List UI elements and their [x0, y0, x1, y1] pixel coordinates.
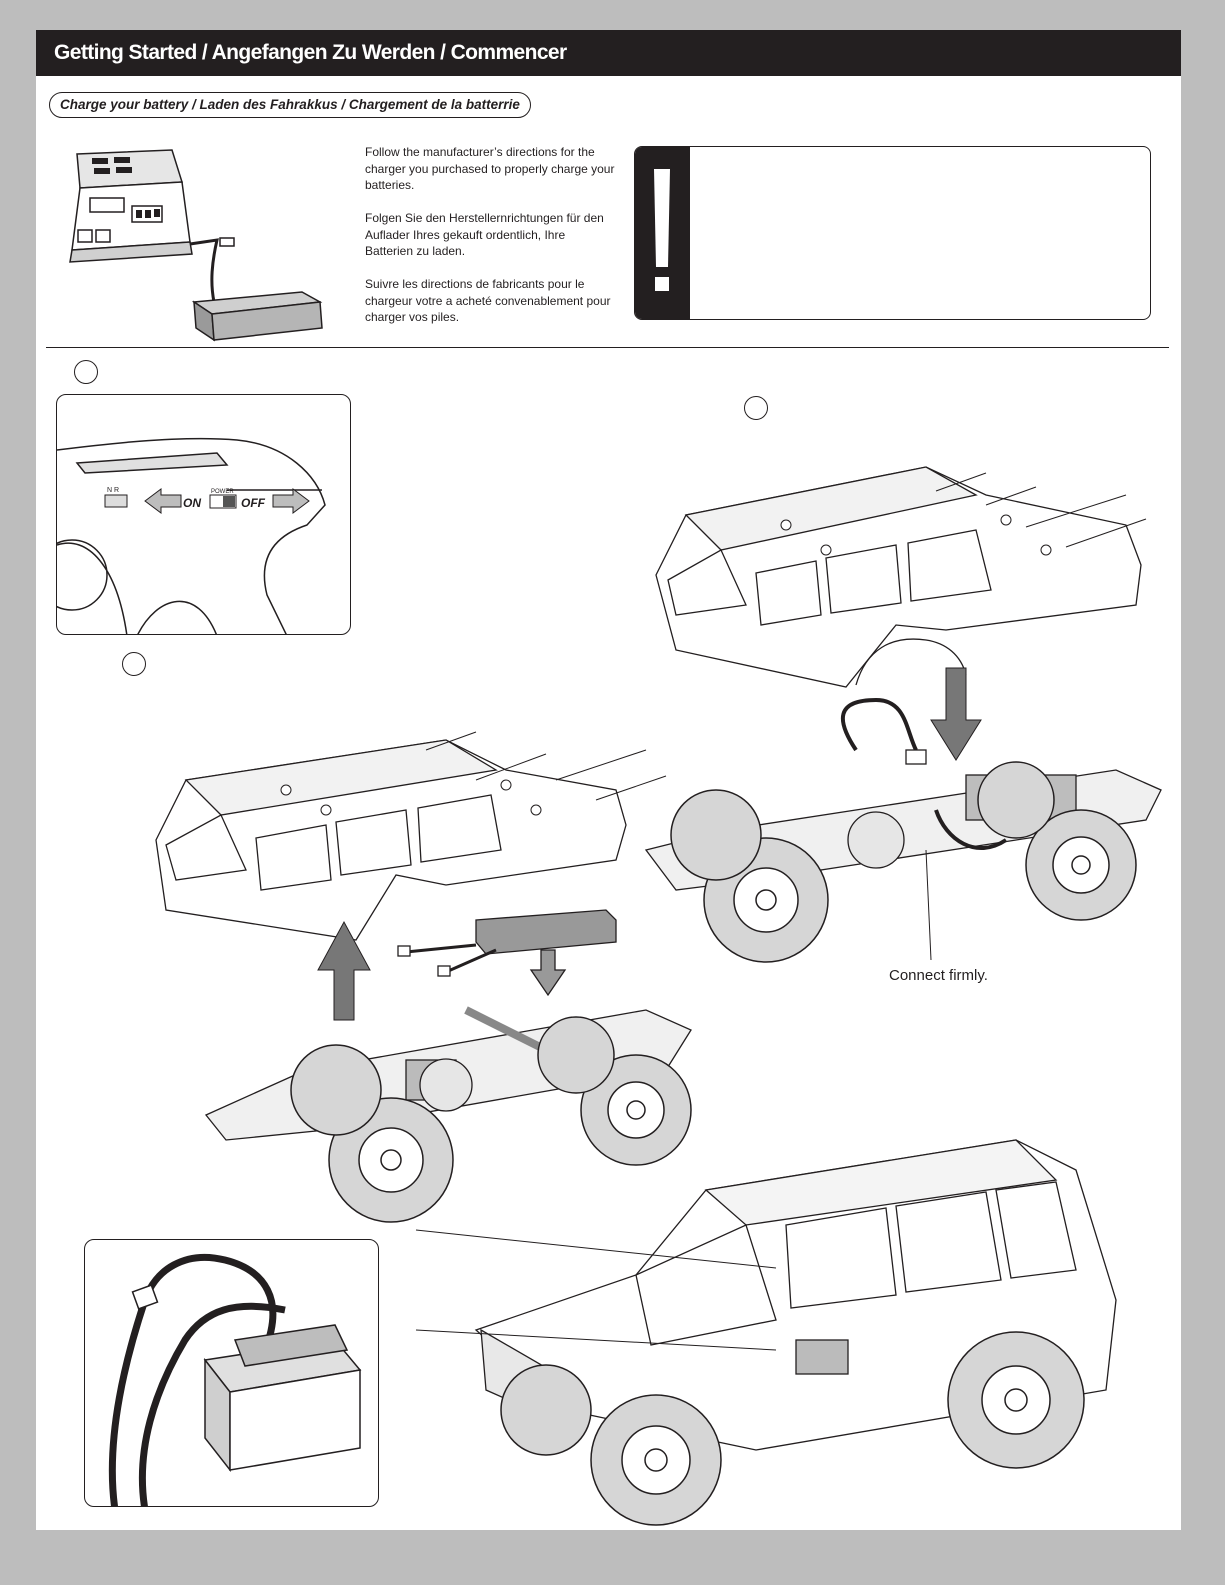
power-label: POWER [211, 489, 234, 495]
transmitter-illustration: N R ON POWER OFF [57, 437, 326, 634]
assembled-truck-illustration [415, 1139, 1117, 1526]
chassis-right-illustration [644, 667, 1162, 963]
step-3-marker [744, 396, 768, 420]
exclamation-icon [654, 169, 670, 291]
manual-page: Getting Started / Angefangen Zu Werden /… [36, 30, 1181, 1530]
step-2-marker [122, 652, 146, 676]
esc-closeup-frame [84, 1239, 379, 1507]
warning-box [634, 146, 1151, 320]
transmitter-closeup-frame: N R ON POWER OFF [56, 394, 351, 635]
connect-firmly-label: Connect firmly. [889, 967, 988, 984]
charge-instructions-de: Folgen Sie den Herstellernrichtungen für… [365, 211, 604, 258]
esc-illustration [108, 1253, 362, 1506]
charge-battery-heading: Charge your battery / Laden des Fahrakku… [49, 92, 531, 118]
section-divider [46, 347, 1169, 348]
mode-labels: N R [107, 487, 119, 494]
switch-off-label: OFF [241, 496, 266, 510]
charge-instructions-en: Follow the manufacturer’s directions for… [365, 145, 615, 192]
charger-illustration [69, 149, 323, 342]
body-removal-illustration [155, 731, 692, 1223]
step-1-marker [74, 360, 98, 384]
charge-instructions-fr: Suivre les directions de fabricants pour… [365, 277, 611, 324]
section-header: Getting Started / Angefangen Zu Werden /… [36, 30, 1181, 76]
body-shell-illustration [655, 466, 1147, 688]
switch-on-label: ON [183, 496, 201, 510]
warning-strip [635, 147, 690, 319]
